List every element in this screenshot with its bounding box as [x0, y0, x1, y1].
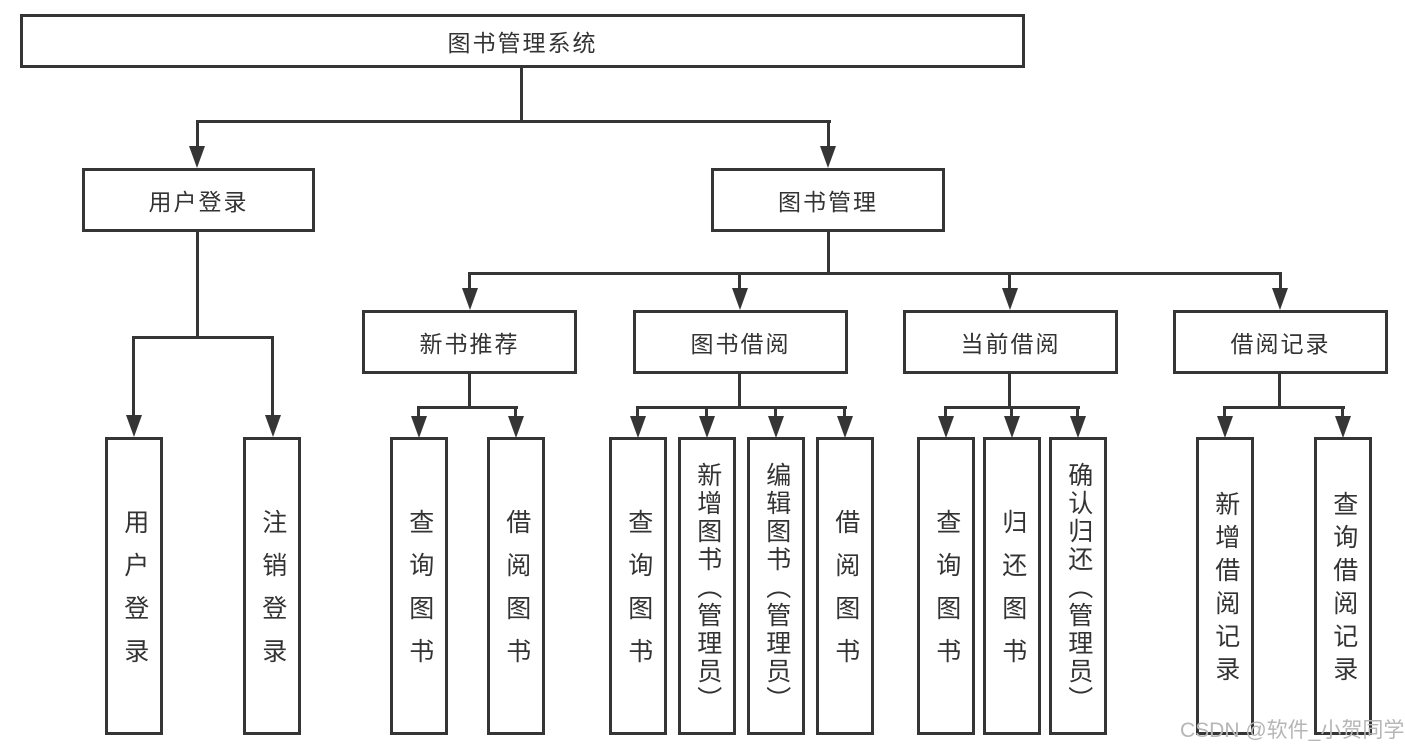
connector-line: [1279, 272, 1282, 290]
leaf-logout: 注销登录: [243, 437, 301, 735]
leaf-label: 新增借阅记录: [1211, 491, 1240, 689]
node-label: 图书管理系统: [447, 30, 598, 56]
leaf-label: 查询图书: [624, 509, 653, 681]
connector-line: [1278, 374, 1281, 406]
leaf-label: 归还图书: [998, 509, 1027, 681]
connector-line: [417, 406, 420, 418]
connector-line: [196, 232, 199, 336]
node-book-management: 图书管理: [711, 168, 945, 232]
connector-line: [271, 336, 274, 417]
connector-line: [1076, 406, 1079, 418]
leaf-label: 确认归还（管理员）: [1064, 461, 1093, 714]
leaf-query-books-current: 查询图书: [917, 437, 975, 735]
arrow-down-icon: [462, 288, 478, 310]
node-new-book-recommendation: 新书推荐: [362, 310, 577, 374]
leaf-label: 编辑图书（管理员）: [762, 461, 791, 714]
connector-line: [1008, 272, 1011, 290]
leaf-query-borrow-record: 查询借阅记录: [1314, 437, 1372, 735]
connector-line: [196, 120, 831, 123]
leaf-add-book-admin: 新增图书（管理员）: [678, 437, 736, 735]
leaf-query-books-recommend: 查询图书: [390, 437, 448, 735]
connector-line: [738, 374, 741, 406]
connector-line: [468, 272, 471, 290]
connector-line: [514, 406, 517, 418]
arrow-down-icon: [699, 416, 715, 438]
node-book-borrowing: 图书借阅: [633, 310, 848, 374]
connector-line: [1341, 406, 1344, 418]
node-label: 当前借阅: [960, 331, 1061, 357]
arrow-down-icon: [630, 416, 646, 438]
connector-line: [705, 406, 708, 418]
connector-line: [843, 406, 846, 418]
arrow-down-icon: [1004, 416, 1020, 438]
leaf-query-books-borrowing: 查询图书: [609, 437, 667, 735]
leaf-return-books: 归还图书: [983, 437, 1041, 735]
arrow-down-icon: [508, 416, 524, 438]
arrow-down-icon: [938, 416, 954, 438]
connector-line: [774, 406, 777, 418]
leaf-borrow-books-recommend: 借阅图书: [487, 437, 545, 735]
connector-line: [636, 406, 847, 409]
connector-line: [196, 120, 199, 150]
connector-line: [468, 374, 471, 406]
arrow-down-icon: [837, 416, 853, 438]
arrow-down-icon: [1070, 416, 1086, 438]
node-user-login: 用户登录: [82, 168, 315, 232]
arrow-down-icon: [411, 416, 427, 438]
connector-line: [468, 272, 1282, 275]
connector-line: [1223, 406, 1345, 409]
connector-line: [1010, 406, 1013, 418]
leaf-label: 查询借阅记录: [1329, 491, 1358, 689]
csdn-watermark: CSDN @软件_小贺同学: [1180, 719, 1405, 742]
node-library-management-system: 图书管理系统: [20, 14, 1025, 68]
connector-line: [738, 272, 741, 290]
connector-line: [636, 406, 639, 418]
connector-line: [1223, 406, 1226, 418]
connector-line: [944, 406, 947, 418]
leaf-edit-book-admin: 编辑图书（管理员）: [747, 437, 805, 735]
node-borrowing-records: 借阅记录: [1173, 310, 1388, 374]
connector-line: [827, 120, 830, 150]
connector-line: [417, 406, 518, 409]
arrow-down-icon: [1217, 416, 1233, 438]
leaf-label: 用户登录: [120, 509, 149, 681]
node-current-borrowing: 当前借阅: [903, 310, 1118, 374]
node-label: 借阅记录: [1230, 331, 1331, 357]
arrow-down-icon: [768, 416, 784, 438]
leaf-label: 查询图书: [932, 509, 961, 681]
arrow-down-icon: [265, 415, 281, 437]
leaf-label: 借阅图书: [502, 509, 531, 681]
connector-line: [827, 232, 830, 275]
leaf-label: 新增图书（管理员）: [693, 461, 722, 714]
leaf-label: 注销登录: [258, 509, 287, 681]
arrow-down-icon: [1002, 288, 1018, 310]
connector-line: [132, 336, 135, 417]
connector-line: [132, 336, 274, 339]
leaf-confirm-return-admin: 确认归还（管理员）: [1049, 437, 1107, 735]
leaf-label: 借阅图书: [831, 509, 860, 681]
node-label: 新书推荐: [419, 331, 520, 357]
arrow-down-icon: [1335, 416, 1351, 438]
arrow-down-icon: [1272, 288, 1288, 310]
node-label: 用户登录: [148, 189, 249, 215]
leaf-user-login: 用户登录: [105, 437, 163, 735]
leaf-add-borrow-record: 新增借阅记录: [1196, 437, 1254, 735]
leaf-borrow-books-borrowing: 借阅图书: [816, 437, 874, 735]
arrow-down-icon: [732, 288, 748, 310]
connector-line: [520, 68, 523, 120]
node-label: 图书管理: [778, 189, 878, 215]
leaf-label: 查询图书: [405, 509, 434, 681]
arrow-down-icon: [189, 146, 205, 168]
arrow-down-icon: [126, 415, 142, 437]
node-label: 图书借阅: [690, 331, 791, 357]
connector-line: [1008, 374, 1011, 406]
arrow-down-icon: [820, 146, 836, 168]
